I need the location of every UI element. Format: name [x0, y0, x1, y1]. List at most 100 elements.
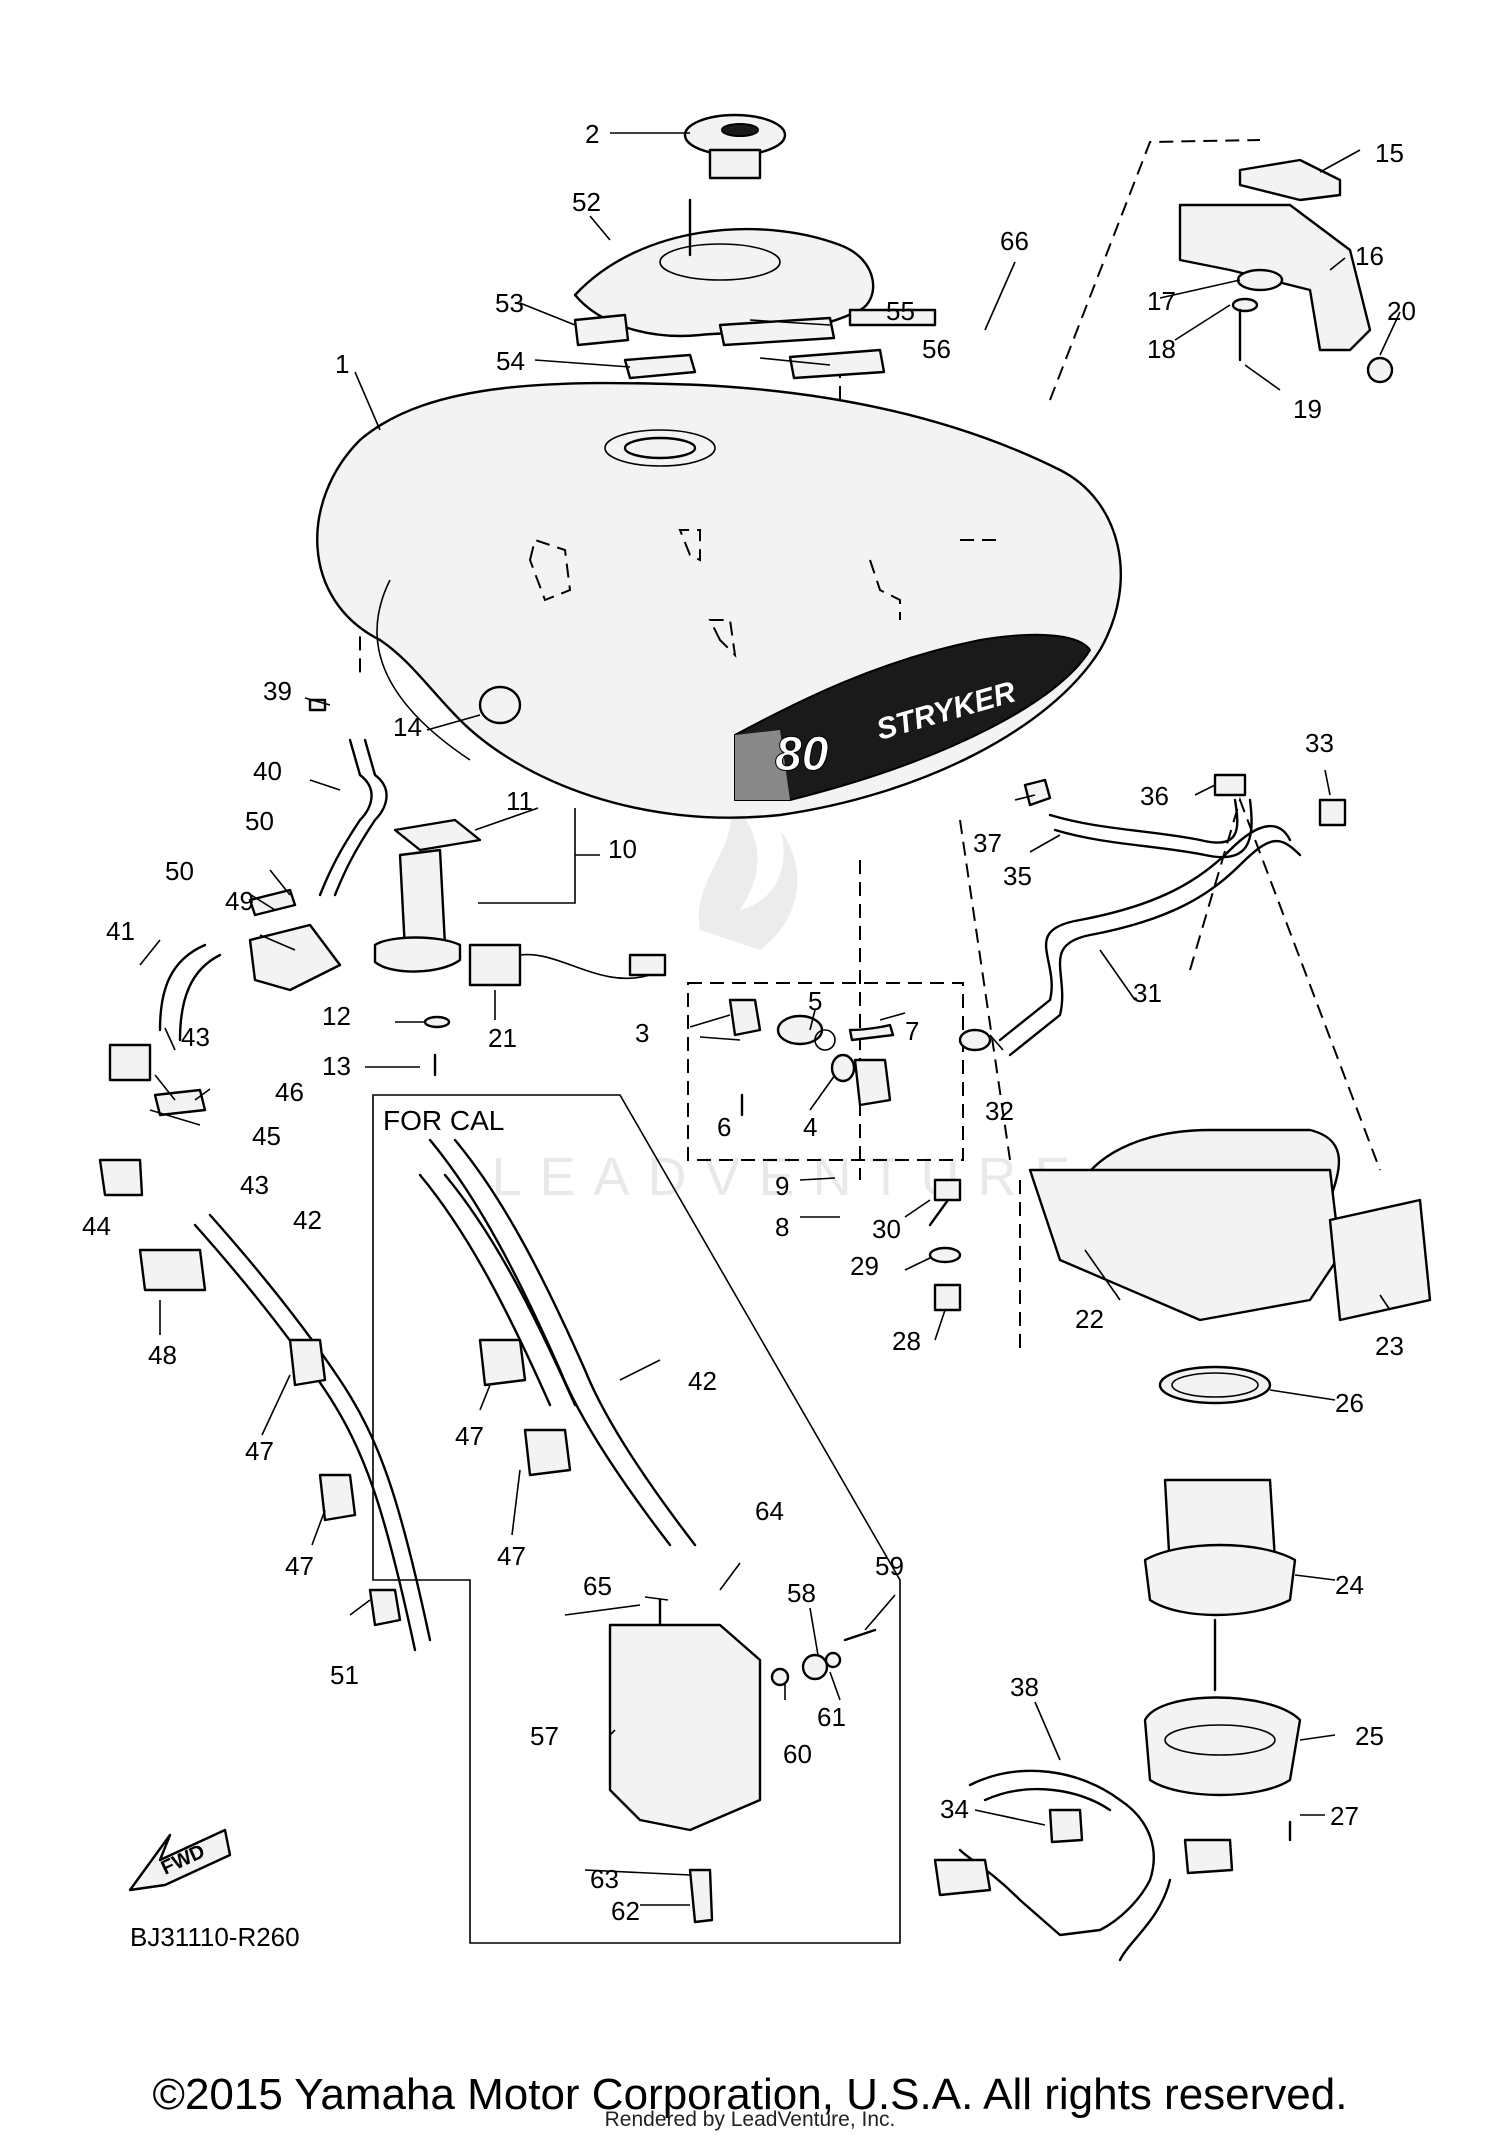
- callout: 58: [787, 1578, 816, 1608]
- callout: 26: [1335, 1388, 1364, 1418]
- callout: 24: [1335, 1570, 1364, 1600]
- callout: 62: [611, 1896, 640, 1926]
- leader-lines: [139, 132, 1401, 1906]
- callout: 34: [940, 1794, 969, 1824]
- callout: 29: [850, 1251, 879, 1281]
- callout: 59: [875, 1551, 904, 1581]
- callout: 21: [488, 1023, 517, 1053]
- callout: 42: [688, 1366, 717, 1396]
- callout: 14: [393, 712, 422, 742]
- callout: 40: [253, 756, 282, 786]
- breather-hoses: [98, 685, 522, 1652]
- callout: 25: [1355, 1721, 1384, 1751]
- tank-badge-number: 80: [775, 728, 829, 781]
- vent-hoses: [958, 773, 1347, 1057]
- callout: 60: [783, 1739, 812, 1769]
- fuel-cock-group-box: [687, 982, 964, 1161]
- callout: 32: [985, 1096, 1014, 1126]
- callout: 43: [181, 1022, 210, 1052]
- for-cal-label: FOR CAL: [383, 1105, 504, 1136]
- callout: 50: [245, 806, 274, 836]
- wire-harness: [933, 1769, 1234, 1962]
- drawing-code: BJ31110-R260: [130, 1922, 300, 1952]
- fwd-arrow: FWD: [128, 1828, 232, 1892]
- emblems: [573, 308, 937, 380]
- callout: 6: [717, 1112, 731, 1142]
- callout: 8: [775, 1212, 789, 1242]
- callout: 20: [1387, 296, 1416, 326]
- callout: 44: [82, 1211, 111, 1241]
- callout: 33: [1305, 728, 1334, 758]
- callout: 22: [1075, 1304, 1104, 1334]
- callout: 56: [922, 334, 951, 364]
- callouts: 1 2 3 4 5 6 7 8 9 10 11 12 13 14 15 16 1…: [82, 119, 1416, 1926]
- callout: 23: [1375, 1331, 1404, 1361]
- callout: 49: [225, 886, 254, 916]
- callout: 50: [165, 856, 194, 886]
- callout: 47: [497, 1541, 526, 1571]
- callout: 48: [148, 1340, 177, 1370]
- callout: 31: [1133, 978, 1162, 1008]
- canister-assembly: [418, 1138, 877, 1924]
- callout: 38: [1010, 1672, 1039, 1702]
- callout: 10: [608, 834, 637, 864]
- callout: 19: [1293, 394, 1322, 424]
- callout: 17: [1147, 286, 1176, 316]
- fuel-cap: [683, 113, 787, 180]
- callout: 54: [496, 346, 525, 376]
- callout: 47: [455, 1421, 484, 1451]
- tank-cover: [573, 198, 875, 338]
- callout: 45: [252, 1121, 281, 1151]
- callout: 16: [1355, 241, 1384, 271]
- rendered-by-notice: Rendered by LeadVenture, Inc.: [604, 2108, 896, 2131]
- callout: 63: [590, 1864, 619, 1894]
- callout: 13: [322, 1051, 351, 1081]
- for-cal-box: FOR CAL: [372, 1094, 901, 1944]
- callout: 43: [240, 1170, 269, 1200]
- tank-badge: [734, 633, 1092, 801]
- callout: 3: [635, 1018, 649, 1048]
- fasteners: [928, 1178, 1292, 1842]
- callout: 51: [330, 1660, 359, 1690]
- callout: 12: [322, 1001, 351, 1031]
- callout: 57: [530, 1721, 559, 1751]
- callout: 27: [1330, 1801, 1359, 1831]
- fuel-sender: [248, 818, 667, 1077]
- callout: 55: [886, 296, 915, 326]
- callout: 61: [817, 1702, 846, 1732]
- callout: 39: [263, 676, 292, 706]
- callout: 66: [1000, 226, 1029, 256]
- group-10-bracket: [478, 808, 600, 904]
- callout: 2: [585, 119, 599, 149]
- callout: 28: [892, 1326, 921, 1356]
- callout: 42: [293, 1205, 322, 1235]
- callout: 1: [335, 349, 349, 379]
- callout: 15: [1375, 138, 1404, 168]
- callout: 47: [245, 1436, 274, 1466]
- callout: 53: [495, 288, 524, 318]
- watermark-text: LEADVENTURE: [491, 1147, 1088, 1207]
- callout: 18: [1147, 334, 1176, 364]
- callout: 65: [583, 1571, 612, 1601]
- copyright-notice: ©2015 Yamaha Motor Corporation, U.S.A. A…: [152, 2070, 1348, 2119]
- callout: 36: [1140, 781, 1169, 811]
- callout: 41: [106, 916, 135, 946]
- callout: 7: [905, 1016, 919, 1046]
- watermark: LEADVENTURE: [491, 800, 1088, 1207]
- callout: 37: [973, 828, 1002, 858]
- callout: 30: [872, 1214, 901, 1244]
- fuel-cock: [728, 998, 895, 1117]
- fuel-pump-tray: [1028, 1128, 1432, 1797]
- callout: 64: [755, 1496, 784, 1526]
- fuel-tank: 80 STRYKER: [316, 381, 1122, 819]
- callout: 11: [506, 786, 533, 816]
- callout: 35: [1003, 861, 1032, 891]
- callout: 5: [808, 986, 822, 1016]
- callout: 46: [275, 1077, 304, 1107]
- bracket-assembly: [1178, 158, 1394, 384]
- callout: 9: [775, 1171, 789, 1201]
- callout: 4: [803, 1112, 817, 1142]
- callout: 47: [285, 1551, 314, 1581]
- callout: 52: [572, 187, 601, 217]
